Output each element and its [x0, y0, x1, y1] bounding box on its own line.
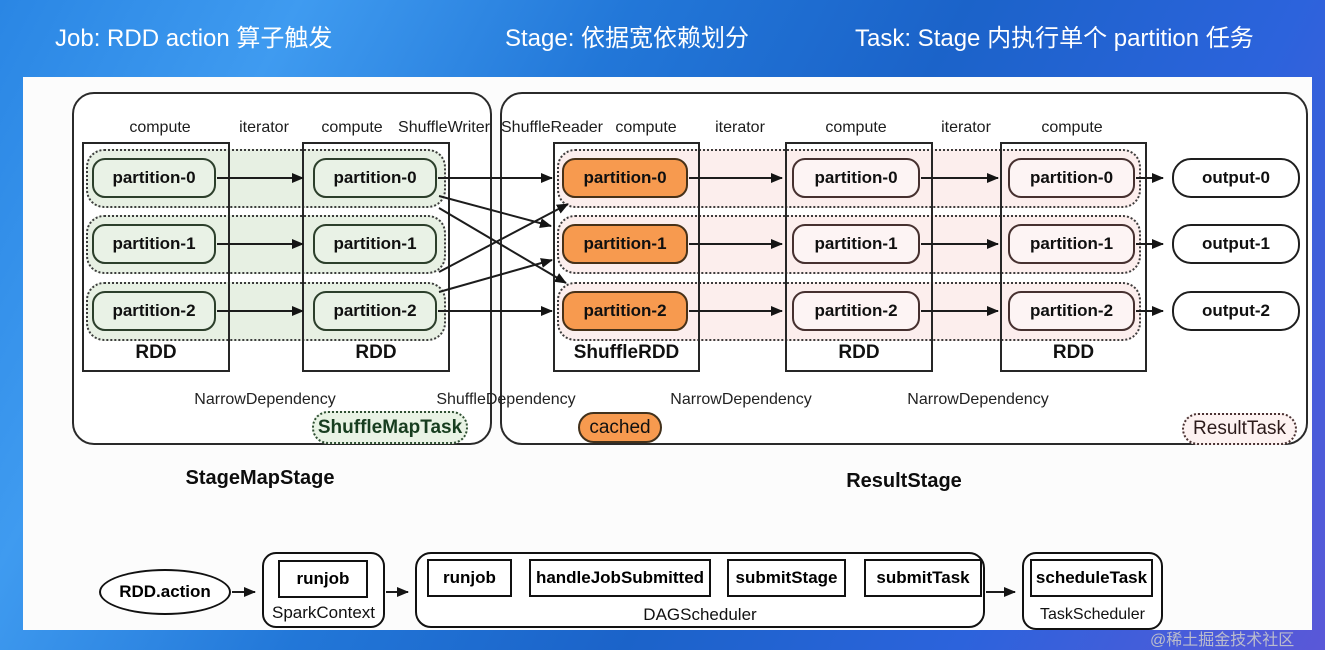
column-header-compute-5: compute — [1041, 119, 1103, 136]
header-stage-label: Stage: 依据宽依赖划分 — [505, 25, 750, 52]
shuffle-rdd-partition-0: partition-0 — [562, 158, 688, 198]
rdd1-partition-2: partition-2 — [92, 291, 216, 331]
rdd3-label: RDD — [838, 342, 880, 363]
column-header-compute-3: compute — [615, 119, 677, 136]
rdd3-partition-1: partition-1 — [792, 224, 920, 264]
shuffle-map-task-badge: ShuffleMapTask — [312, 411, 468, 444]
output-2-box: output-2 — [1172, 291, 1300, 331]
narrow-dependency-label-1: NarrowDependency — [194, 391, 336, 408]
rdd1-partition-1: partition-1 — [92, 224, 216, 264]
scheduletask-box: scheduleTask — [1030, 559, 1153, 597]
column-header-compute-2: compute — [321, 119, 383, 136]
header-job-label: Job: RDD action 算子触发 — [55, 25, 333, 52]
rdd2-partition-1: partition-1 — [313, 224, 437, 264]
rdd1-label: RDD — [135, 342, 177, 363]
rdd2-label: RDD — [355, 342, 397, 363]
dag-scheduler-label: DAGScheduler — [643, 605, 757, 624]
rdd2-partition-0: partition-0 — [313, 158, 437, 198]
dag-submitstage-box: submitStage — [727, 559, 846, 597]
shuffle-rdd-label: ShuffleRDD — [573, 342, 680, 363]
shuffle-rdd-partition-1: partition-1 — [562, 224, 688, 264]
watermark: @稀土掘金技术社区 — [1150, 632, 1295, 649]
rdd4-rect — [1000, 142, 1147, 372]
dag-submittask-box: submitTask — [864, 559, 982, 597]
cached-badge: cached — [578, 412, 662, 443]
narrow-dependency-label-3: NarrowDependency — [907, 391, 1049, 408]
header-task-label: Task: Stage 内执行单个 partition 任务 — [855, 25, 1254, 52]
shuffle-rdd-partition-2: partition-2 — [562, 291, 688, 331]
result-stage-title: ResultStage — [846, 470, 962, 492]
column-header-compute-4: compute — [825, 119, 887, 136]
rdd2-partition-2: partition-2 — [313, 291, 437, 331]
task-scheduler-label: TaskScheduler — [1040, 606, 1145, 623]
shuffle-dependency-label: ShuffleDependency — [436, 391, 576, 408]
rdd1-rect — [82, 142, 230, 372]
output-0-box: output-0 — [1172, 158, 1300, 198]
result-task-badge: ResultTask — [1182, 413, 1297, 445]
column-header-shufflereader: ShuffleReader — [501, 119, 603, 136]
rdd3-partition-2: partition-2 — [792, 291, 920, 331]
rdd-action-ellipse: RDD.action — [99, 569, 231, 615]
rdd4-partition-2: partition-2 — [1008, 291, 1135, 331]
column-header-iterator-1: iterator — [239, 119, 289, 136]
stage-map-stage-title: StageMapStage — [185, 467, 335, 489]
column-header-iterator-3: iterator — [941, 119, 991, 136]
column-header-compute-1: compute — [129, 119, 191, 136]
column-header-shufflewriter: ShuffleWriter — [398, 119, 490, 136]
narrow-dependency-label-2: NarrowDependency — [670, 391, 812, 408]
spark-context-label: SparkContext — [272, 603, 375, 622]
output-1-box: output-1 — [1172, 224, 1300, 264]
column-header-iterator-2: iterator — [715, 119, 765, 136]
rdd4-label: RDD — [1052, 342, 1095, 363]
rdd1-partition-0: partition-0 — [92, 158, 216, 198]
rdd3-rect — [785, 142, 933, 372]
rdd3-partition-0: partition-0 — [792, 158, 920, 198]
rdd4-partition-0: partition-0 — [1008, 158, 1135, 198]
rdd4-partition-1: partition-1 — [1008, 224, 1135, 264]
dag-runjob-box: runjob — [427, 559, 512, 597]
spark-context-runjob-box: runjob — [278, 560, 368, 598]
dag-handlejobsubmitted-box: handleJobSubmitted — [529, 559, 711, 597]
